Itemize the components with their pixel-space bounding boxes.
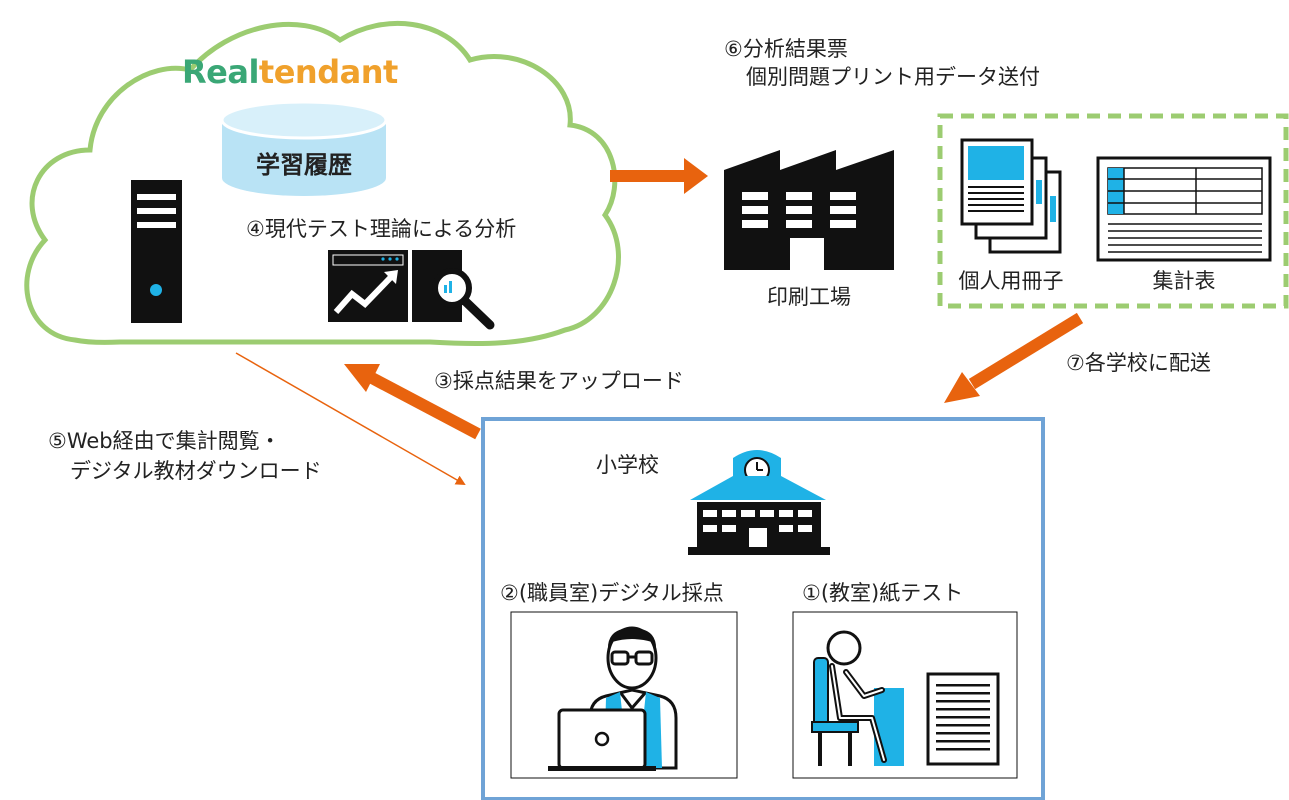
chart-analysis-icon	[328, 250, 408, 322]
booklet-icon	[960, 138, 1062, 254]
classroom-label: ①(教室)紙テスト	[802, 581, 964, 605]
teacher-laptop-icon	[548, 626, 678, 771]
factory-icon	[724, 150, 894, 270]
delivery-label: ⑦各学校に配送	[1066, 351, 1211, 375]
arrow-web-access	[235, 352, 466, 485]
database-label: 学習履歴	[256, 151, 352, 179]
factory-label: 印刷工場	[767, 285, 851, 309]
booklet-label: 個人用冊子	[958, 269, 1064, 293]
summary-table-icon	[1096, 156, 1272, 262]
server-icon	[131, 180, 182, 323]
upload-label: ③採点結果をアップロード	[434, 369, 684, 393]
send-data-label-line1: ⑥分析結果票	[724, 37, 848, 61]
web-access-label-line2: デジタル教材ダウンロード	[70, 459, 322, 483]
printed-materials-box	[937, 113, 1289, 309]
logo-text-real: Real	[182, 53, 259, 91]
send-data-label-line2: 個別問題プリント用データ送付	[746, 65, 1040, 89]
analysis-label: ④現代テスト理論による分析	[246, 217, 517, 241]
logo-text-tendant: tendant	[258, 53, 398, 91]
staff-room-label: ②(職員室)デジタル採点	[500, 581, 724, 605]
web-access-label-line1: ⑤Web経由で集計閲覧・	[48, 429, 281, 453]
school-label: 小学校	[596, 453, 659, 477]
realtendant-logo: Realtendant	[182, 53, 398, 91]
arrow-delivery	[944, 312, 1084, 403]
summary-table-label: 集計表	[1152, 269, 1216, 293]
arrow-send-data	[610, 158, 708, 194]
school-building-icon	[688, 450, 830, 555]
test-paper-icon	[926, 672, 1000, 766]
student-desk-icon	[811, 630, 904, 766]
database-icon	[220, 100, 388, 196]
arrow-upload	[344, 364, 481, 440]
magnifier-report-icon	[412, 250, 495, 330]
